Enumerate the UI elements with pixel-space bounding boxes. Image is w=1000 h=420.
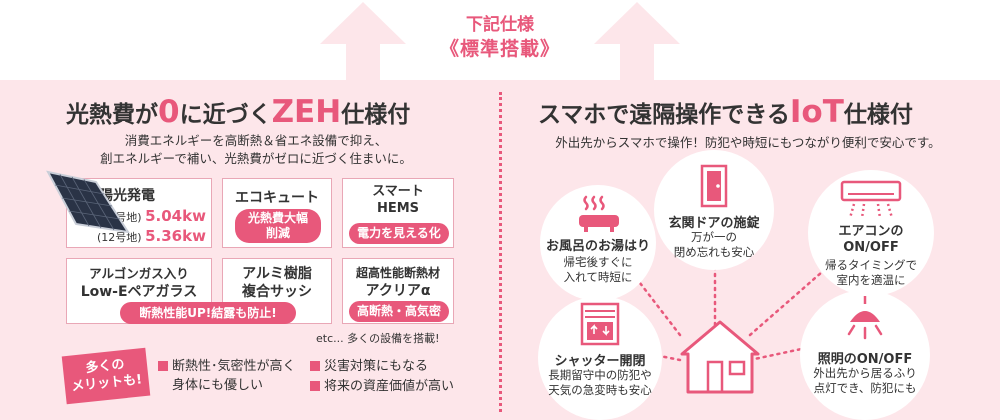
solar-row2: (12号地) 5.36kw — [97, 227, 206, 245]
zeh-heading: 光熱費が0に近づくZEH仕様付 — [66, 94, 410, 130]
glass-title-line2: Low-Eペアガラス — [80, 284, 198, 300]
zeh-description-line1: 消費エネルギーを高断熱＆省エネ設備で抑え、 — [124, 133, 388, 148]
zeh-description: 消費エネルギーを高断熱＆省エネ設備で抑え、 創エネルギーで補い、光熱費がゼロに近… — [66, 132, 446, 168]
iot-heading-iot: IoT — [789, 94, 844, 130]
up-arrow-icon — [594, 2, 680, 82]
iot-heading: スマホで遠隔操作できるIoT仕様付 — [538, 94, 913, 130]
door-desc: 万が一の 閉め忘れも安心 — [654, 230, 774, 260]
insulation-up-pill: 断熱性能UP!結露も防止! — [120, 302, 296, 324]
aircon-desc-line1: 帰るタイミングで — [825, 258, 917, 272]
top-label-line1: 下記仕様 — [466, 15, 534, 35]
door-circle: 玄関ドアの施錠 万が一の 閉め忘れも安心 — [654, 150, 774, 270]
aircon-title-line1: エアコンの — [838, 224, 904, 239]
aircon-circle: エアコンの ON/OFF 帰るタイミングで 室内を適温に — [808, 170, 934, 296]
shutter-desc-line1: 長期留守中の防犯や — [548, 368, 652, 382]
shutter-desc-line2: 天気の急変時も安心 — [548, 383, 652, 397]
aircon-desc-line2: 室内を適温に — [836, 273, 906, 287]
glass-title: アルゴンガス入り Low-Eペアガラス — [67, 265, 211, 301]
top-label-line2: 《標準搭載》 — [439, 38, 560, 60]
merit-3-text: 将来の資産価値が高い — [324, 379, 455, 394]
ecocute-title: エコキュート — [235, 190, 319, 206]
standard-equipment-label: 下記仕様 《標準搭載》 — [400, 14, 600, 62]
zeh-heading-pre: 光熱費が — [66, 102, 158, 128]
shutter-icon — [580, 302, 620, 346]
bath-desc-line1: 帰宅後すぐに — [563, 255, 633, 269]
bath-desc-line2: 入れて時短に — [563, 270, 633, 284]
door-icon — [700, 164, 728, 208]
door-title: 玄関ドアの施錠 — [668, 216, 760, 231]
insulation-title-line2: アクリアα — [365, 283, 431, 299]
bullet-square-icon — [310, 361, 320, 371]
merit-1-text: 断熱性･気密性が高く — [172, 359, 296, 374]
aircon-title: エアコンの ON/OFF — [808, 224, 934, 256]
bath-title: お風呂のお湯はり — [545, 239, 650, 254]
hems-pill: 電力を見える化 — [349, 223, 449, 244]
ecocute-pill: 光熱費大幅 削減 — [235, 209, 321, 243]
sash-title-line2: 複合サッシ — [242, 284, 312, 300]
ceiling-light-icon — [847, 296, 883, 340]
hems-title: スマート HEMS — [343, 183, 453, 217]
merit-item: 災害対策にもなる — [310, 358, 428, 376]
ecocute-card: エコキュート 光熱費大幅 削減 — [222, 178, 332, 248]
zeh-heading-zeh: ZEH — [271, 94, 342, 130]
shutter-desc: 長期留守中の防犯や 天気の急変時も安心 — [538, 368, 662, 398]
shutter-title: シャッター開閉 — [554, 354, 646, 369]
solar-row1-value: 5.04kw — [145, 207, 206, 225]
insulation-card: 超高性能断熱材 アクリアα 高断熱・高気密 — [342, 258, 454, 324]
zeh-heading-zero: 0 — [158, 94, 180, 130]
insulation-title: 超高性能断熱材 アクリアα — [343, 264, 453, 300]
iot-description: 外出先からスマホで操作！防犯や時短にもつながり便利で安心です。 — [555, 135, 941, 150]
bullet-square-icon — [310, 381, 320, 391]
bath-circle: お風呂のお湯はり 帰宅後すぐに 入れて時短に — [540, 185, 656, 301]
iot-heading-pre: スマホで遠隔操作できる — [538, 102, 790, 128]
light-desc-line2: 点灯でき、防犯にも — [813, 381, 917, 395]
ecocute-pill-line2: 削減 — [265, 226, 290, 240]
sash-title: アルミ樹脂 複合サッシ — [223, 265, 331, 301]
merit-item: 断熱性･気密性が高く — [158, 358, 296, 376]
glass-title-line1: アルゴンガス入り — [89, 266, 189, 281]
section-divider — [499, 92, 502, 412]
bath-icon — [579, 195, 619, 232]
zeh-heading-post: 仕様付 — [341, 102, 411, 128]
ecocute-pill-line1: 光熱費大幅 — [247, 211, 308, 225]
door-desc-line1: 万が一の — [691, 230, 737, 244]
door-desc-line2: 閉め忘れも安心 — [673, 245, 755, 259]
up-arrow-icon — [320, 2, 406, 82]
solar-panel-icon — [46, 170, 131, 234]
bath-desc: 帰宅後すぐに 入れて時短に — [540, 255, 656, 285]
merit-item-continued: 身体にも優しい — [172, 378, 264, 393]
insulation-pill: 高断熱・高気密 — [349, 301, 449, 322]
light-circle: 照明のON/OFF 外出先から居るふり 点灯でき、防犯にも — [800, 290, 930, 420]
aircon-title-line2: ON/OFF — [843, 240, 899, 255]
solar-row2-value: 5.36kw — [145, 227, 206, 245]
bullet-square-icon — [158, 361, 168, 371]
insulation-title-line1: 超高性能断熱材 — [355, 266, 440, 280]
merit-badge: 多くの メリットも! — [61, 347, 151, 405]
aircon-desc: 帰るタイミングで 室内を適温に — [808, 258, 934, 288]
hems-title-line2: HEMS — [376, 201, 420, 216]
solar-card: 太陽光発電 (15号地) 5.04kw (12号地) 5.36kw — [66, 178, 212, 248]
house-icon — [680, 320, 760, 394]
merit-2-text: 災害対策にもなる — [324, 359, 429, 374]
light-desc-line1: 外出先から居るふり — [813, 366, 917, 380]
light-desc: 外出先から居るふり 点灯でき、防犯にも — [800, 366, 930, 396]
iot-heading-post: 仕様付 — [843, 102, 913, 128]
etc-note: etc... 多くの設備を搭載! — [316, 332, 440, 345]
solar-row2-label: (12号地) — [97, 231, 142, 244]
zeh-description-line2: 創エネルギーで補い、光熱費がゼロに近づく住まいに。 — [100, 151, 412, 166]
zeh-heading-mid: に近づく — [179, 102, 272, 128]
sash-title-line1: アルミ樹脂 — [242, 266, 312, 282]
hems-card: スマート HEMS 電力を見える化 — [342, 178, 454, 248]
merit-item: 将来の資産価値が高い — [310, 378, 454, 396]
hems-title-line1: スマート — [372, 184, 424, 199]
air-conditioner-icon — [840, 180, 902, 219]
shutter-circle: シャッター開閉 長期留守中の防犯や 天気の急変時も安心 — [538, 296, 662, 420]
light-title: 照明のON/OFF — [817, 352, 913, 367]
